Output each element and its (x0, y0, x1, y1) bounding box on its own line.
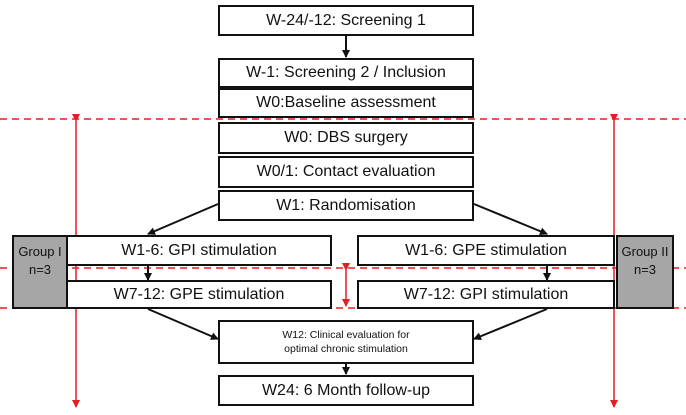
clinical-evaluation-line2: optimal chronic stimulation (284, 343, 408, 355)
left-phase1-box: W1-6: GPI stimulation (66, 235, 332, 266)
screening1-box: W-24/-12: Screening 1 (218, 5, 474, 36)
group1-box: Group I n=3 (12, 235, 68, 309)
clinical-evaluation-box: W12: Clinical evaluation for optimal chr… (218, 320, 474, 364)
arrow-randomisation-to-right (473, 203, 548, 236)
followup-box: W24: 6 Month follow-up (218, 375, 474, 406)
surgery-box: W0: DBS surgery (218, 122, 474, 154)
arrow-randomisation-to-left (147, 203, 219, 235)
group2-box: Group II n=3 (616, 235, 674, 309)
arrow-left-to-clinical (147, 308, 219, 340)
baseline-box: W0:Baseline assessment (218, 88, 474, 118)
group1-count: n=3 (28, 261, 52, 277)
group2-name: Group II (621, 244, 669, 259)
right-phase1-box: W1-6: GPE stimulation (357, 235, 615, 266)
screening2-box: W-1: Screening 2 / Inclusion (218, 58, 474, 88)
right-phase2-box: W7-12: GPI stimulation (357, 280, 615, 309)
arrow-right-to-clinical (473, 308, 548, 341)
left-phase2-box: W7-12: GPE stimulation (66, 280, 332, 309)
randomisation-box: W1: Randomisation (218, 190, 474, 221)
clinical-evaluation-line1: W12: Clinical evaluation for (282, 328, 410, 341)
contact-evaluation-box: W0/1: Contact evaluation (218, 156, 474, 188)
group2-count: n=3 (633, 261, 657, 277)
group1-name: Group I (18, 244, 62, 259)
